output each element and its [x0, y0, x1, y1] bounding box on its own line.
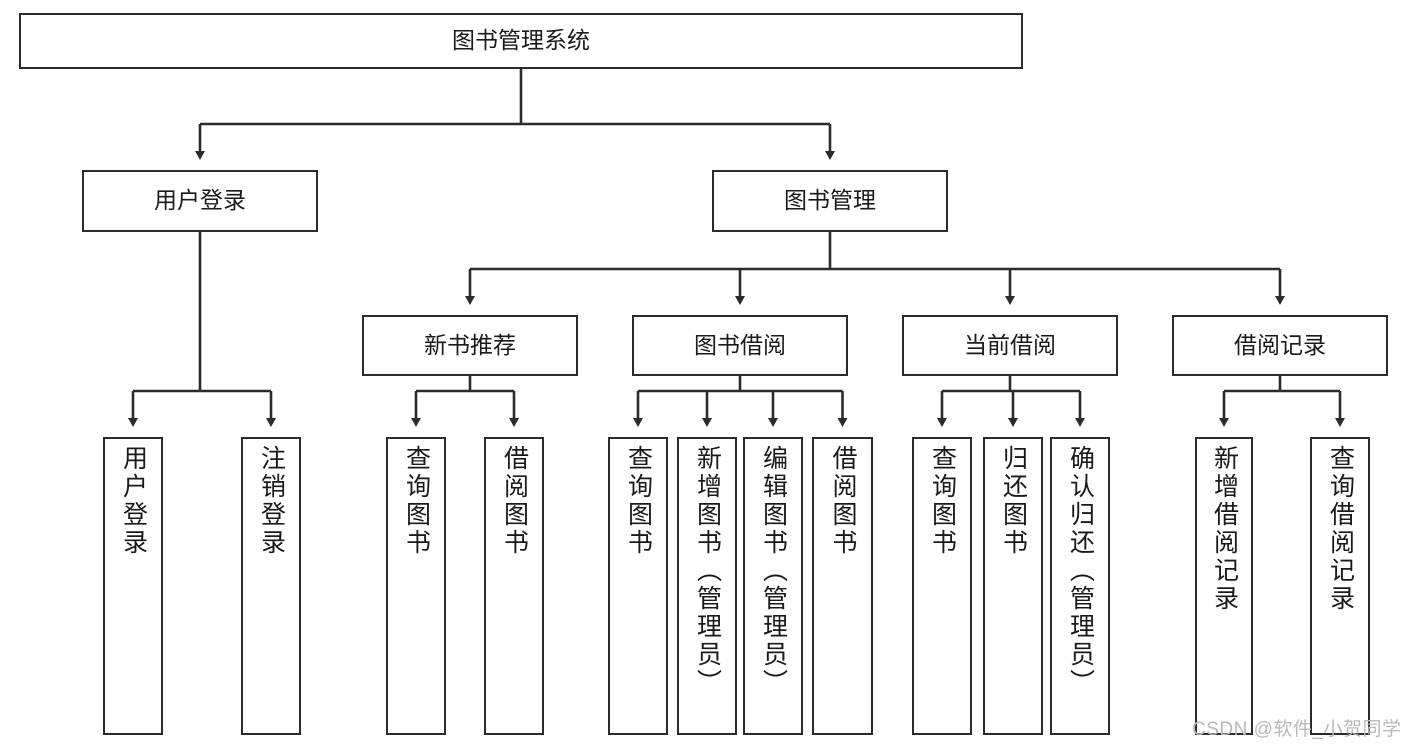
node-current-borrow-label: 当前借阅 — [964, 331, 1056, 358]
leaf-user-login-label: 用户登录 — [119, 445, 148, 557]
leaf-record-add[interactable]: 新增借阅记录 — [1195, 437, 1253, 735]
leaf-borrow-edit-book[interactable]: 编辑图书（管理员） — [743, 437, 803, 735]
leaf-borrow-query-book-label: 查询图书 — [624, 445, 653, 557]
leaf-recommend-query-book-label: 查询图书 — [402, 445, 431, 557]
node-book-manage-label: 图书管理 — [784, 187, 876, 214]
leaf-record-add-label: 新增借阅记录 — [1210, 445, 1239, 613]
leaf-borrow-borrow-book-label: 借阅图书 — [829, 445, 857, 557]
leaf-user-logout[interactable]: 注销登录 — [241, 437, 301, 735]
node-book-borrow-label: 图书借阅 — [694, 331, 786, 358]
leaf-borrow-add-book[interactable]: 新增图书（管理员） — [677, 437, 737, 735]
leaf-borrow-borrow-book[interactable]: 借阅图书 — [812, 437, 873, 735]
node-current-borrow[interactable]: 当前借阅 — [902, 315, 1118, 376]
leaf-current-query-book-label: 查询图书 — [928, 445, 957, 557]
leaf-recommend-borrow-book[interactable]: 借阅图书 — [484, 437, 544, 735]
leaf-recommend-borrow-book-label: 借阅图书 — [500, 445, 529, 557]
node-root[interactable]: 图书管理系统 — [19, 13, 1023, 69]
leaf-borrow-query-book[interactable]: 查询图书 — [608, 437, 668, 735]
node-new-book-recommend-label: 新书推荐 — [424, 331, 516, 358]
leaf-current-return-book-label: 归还图书 — [999, 445, 1028, 557]
leaf-borrow-edit-book-label: 编辑图书（管理员） — [759, 445, 788, 697]
node-borrow-record[interactable]: 借阅记录 — [1172, 315, 1388, 376]
node-new-book-recommend[interactable]: 新书推荐 — [362, 315, 578, 376]
leaf-current-query-book[interactable]: 查询图书 — [912, 437, 972, 735]
node-borrow-record-label: 借阅记录 — [1234, 331, 1326, 358]
node-book-manage[interactable]: 图书管理 — [712, 170, 948, 232]
leaf-record-search-label: 查询借阅记录 — [1326, 445, 1355, 613]
node-user-login-label: 用户登录 — [154, 187, 246, 214]
leaf-borrow-add-book-label: 新增图书（管理员） — [693, 445, 722, 697]
leaf-current-confirm-return-label: 确认归还（管理员） — [1066, 445, 1095, 697]
node-user-login[interactable]: 用户登录 — [82, 170, 318, 232]
leaf-current-return-book[interactable]: 归还图书 — [983, 437, 1043, 735]
leaf-recommend-query-book[interactable]: 查询图书 — [386, 437, 446, 735]
csdn-watermark: CSDN @软件_小贺同学 — [1192, 719, 1402, 740]
node-book-borrow[interactable]: 图书借阅 — [632, 315, 848, 376]
leaf-user-logout-label: 注销登录 — [257, 445, 286, 557]
leaf-user-login[interactable]: 用户登录 — [103, 437, 163, 735]
leaf-current-confirm-return[interactable]: 确认归还（管理员） — [1050, 437, 1110, 735]
leaf-record-search[interactable]: 查询借阅记录 — [1310, 437, 1370, 735]
node-root-label: 图书管理系统 — [452, 27, 590, 54]
